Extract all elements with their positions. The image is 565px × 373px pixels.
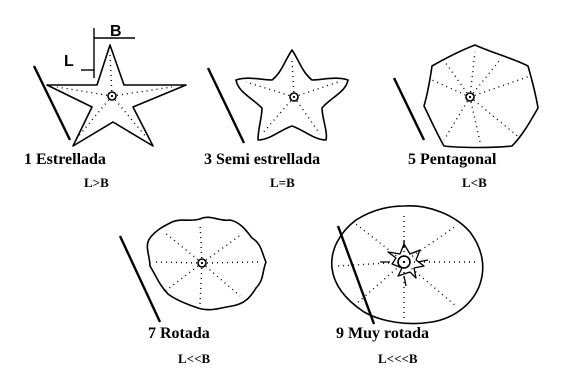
ratio-rotada: L<<B [178, 351, 210, 366]
caption-rotada: 7 Rotada [148, 325, 210, 342]
breadth-label: B [110, 23, 122, 40]
semi-star-flower-drawing [208, 50, 348, 143]
star-flower-drawing [34, 28, 186, 146]
ratio-estrellada: L>B [84, 175, 109, 190]
length-label: L [64, 53, 74, 70]
very-rotate-flower-drawing [332, 206, 483, 324]
caption-pentagonal: 5 Pentagonal [408, 151, 497, 168]
rotate-flower-drawing [120, 217, 266, 322]
caption-estrellada: 1 Estrellada [24, 151, 106, 168]
caption-semi-estrellada: 3 Semi estrellada [204, 151, 320, 168]
ratio-semi-estrellada: L=B [270, 175, 295, 190]
pentagonal-flower-drawing [394, 45, 538, 148]
caption-muy-rotada: 9 Muy rotada [336, 325, 429, 342]
ratio-muy-rotada: L<<<B [378, 351, 418, 366]
ratio-pentagonal: L<B [462, 175, 487, 190]
